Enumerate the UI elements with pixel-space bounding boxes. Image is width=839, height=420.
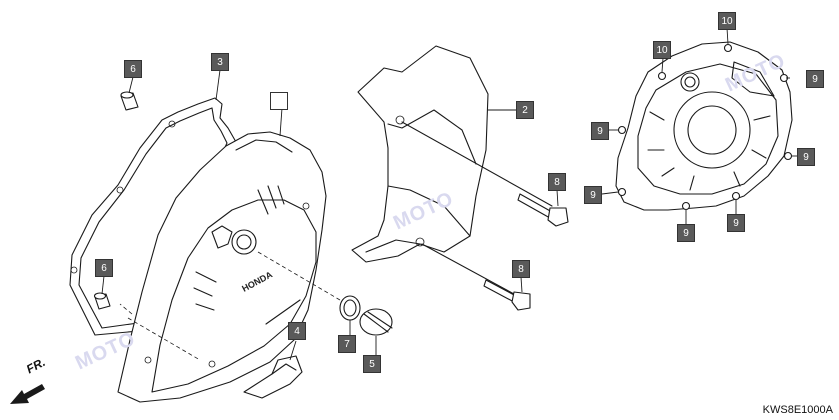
- callout-4: 4: [288, 322, 306, 340]
- dowel-pin-lower: [93, 292, 111, 310]
- generator-cover: [615, 41, 793, 211]
- callout-blank: [270, 92, 288, 110]
- dowel-pin-upper: [120, 91, 139, 111]
- callout-8: 8: [548, 173, 566, 191]
- callout-2: 2: [516, 101, 534, 119]
- wire-clamp: [243, 355, 303, 399]
- flange-bolt-upper: [401, 121, 569, 227]
- callout-6: 6: [124, 60, 142, 78]
- callout-5: 5: [363, 355, 381, 373]
- callout-10: 10: [653, 41, 671, 59]
- callout-9: 9: [797, 148, 815, 166]
- callout-3: 3: [211, 53, 229, 71]
- callout-8: 8: [512, 260, 530, 278]
- flange-bolt-lower: [421, 243, 531, 311]
- diagram-code: KWS8E1000A: [762, 404, 833, 416]
- callout-9: 9: [677, 224, 695, 242]
- front-arrow-icon: [10, 384, 45, 404]
- callout-9: 9: [806, 70, 824, 88]
- callout-9: 9: [591, 122, 609, 140]
- callout-10: 10: [718, 12, 736, 30]
- sprocket-cover: [351, 45, 489, 263]
- cover-plug: [359, 308, 393, 336]
- callout-9: 9: [727, 214, 745, 232]
- callout-7: 7: [338, 335, 356, 353]
- leader-lines: [101, 27, 798, 361]
- left-crankcase-cover: HONDA: [117, 131, 327, 403]
- callout-6: 6: [95, 259, 113, 277]
- callout-9: 9: [584, 186, 602, 204]
